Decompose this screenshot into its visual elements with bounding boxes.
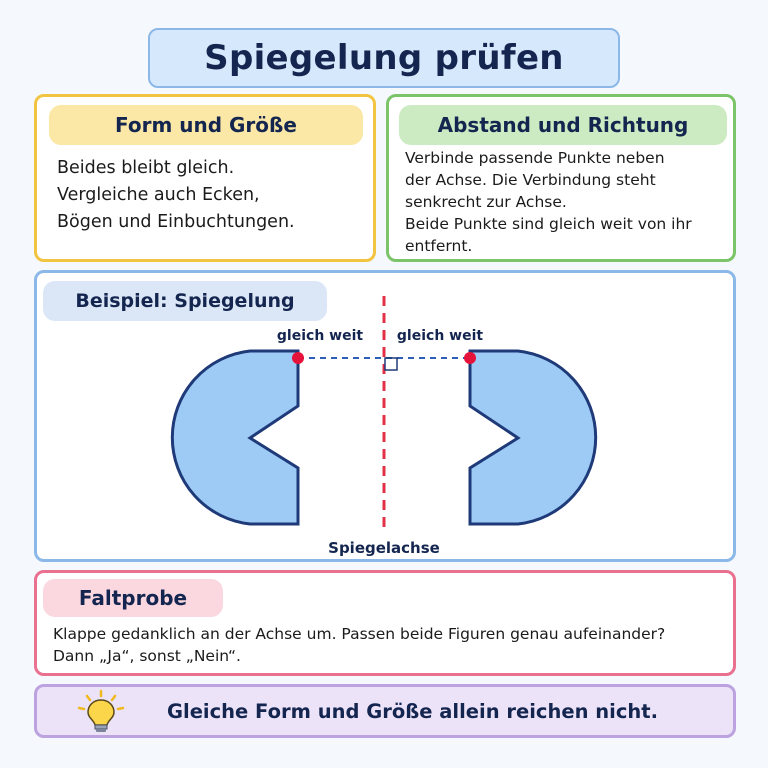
left-point — [292, 352, 304, 364]
form-size-line: Vergleiche auch Ecken, — [57, 185, 260, 205]
example-card: Beispiel: Spiegelung gleich weit gleich … — [34, 270, 736, 562]
axis-label: Spiegelachse — [328, 539, 440, 557]
distance-line: der Achse. Die Verbindung steht — [405, 171, 656, 189]
lightbulb-icon — [77, 689, 125, 732]
fold-test-card: Faltprobe Klappe gedanklich an der Achse… — [34, 570, 736, 676]
form-size-line: Bögen und Einbuchtungen. — [57, 212, 295, 232]
form-size-line: Beides bleibt gleich. — [57, 158, 235, 178]
fold-test-text: Klappe gedanklich an der Achse um. Passe… — [53, 623, 665, 667]
right-distance-label: gleich weit — [397, 328, 483, 344]
form-size-heading: Form und Größe — [49, 105, 363, 145]
page-title: Spiegelung prüfen — [204, 38, 564, 78]
fold-line: Klappe gedanklich an der Achse um. Passe… — [53, 625, 666, 643]
distance-line: entfernt. — [405, 237, 473, 255]
distance-line: Beide Punkte sind gleich weit von ihr — [405, 215, 692, 233]
fold-test-heading: Faltprobe — [43, 579, 223, 617]
form-size-text: Beides bleibt gleich. Vergleiche auch Ec… — [57, 155, 295, 236]
right-shape — [468, 349, 598, 526]
tip-text: Gleiche Form und Größe allein reichen ni… — [167, 699, 658, 723]
right-angle-marker — [384, 357, 398, 371]
tip-card: Gleiche Form und Größe allein reichen ni… — [34, 684, 736, 738]
example-heading: Beispiel: Spiegelung — [43, 281, 327, 321]
distance-direction-heading: Abstand und Richtung — [399, 105, 727, 145]
distance-direction-card: Abstand und Richtung Verbinde passende P… — [386, 94, 736, 262]
right-point — [464, 352, 476, 364]
distance-line: Verbinde passende Punkte neben — [405, 149, 665, 167]
title-banner: Spiegelung prüfen — [148, 28, 620, 88]
fold-line: Dann „Ja“, sonst „Nein“. — [53, 647, 241, 665]
left-shape — [170, 349, 300, 526]
form-size-card: Form und Größe Beides bleibt gleich. Ver… — [34, 94, 376, 262]
left-distance-label: gleich weit — [277, 328, 363, 344]
distance-line: senkrecht zur Achse. — [405, 193, 567, 211]
distance-direction-text: Verbinde passende Punkte neben der Achse… — [405, 147, 692, 257]
mirror-diagram: gleich weit gleich weit Spiegelachse — [170, 296, 598, 557]
